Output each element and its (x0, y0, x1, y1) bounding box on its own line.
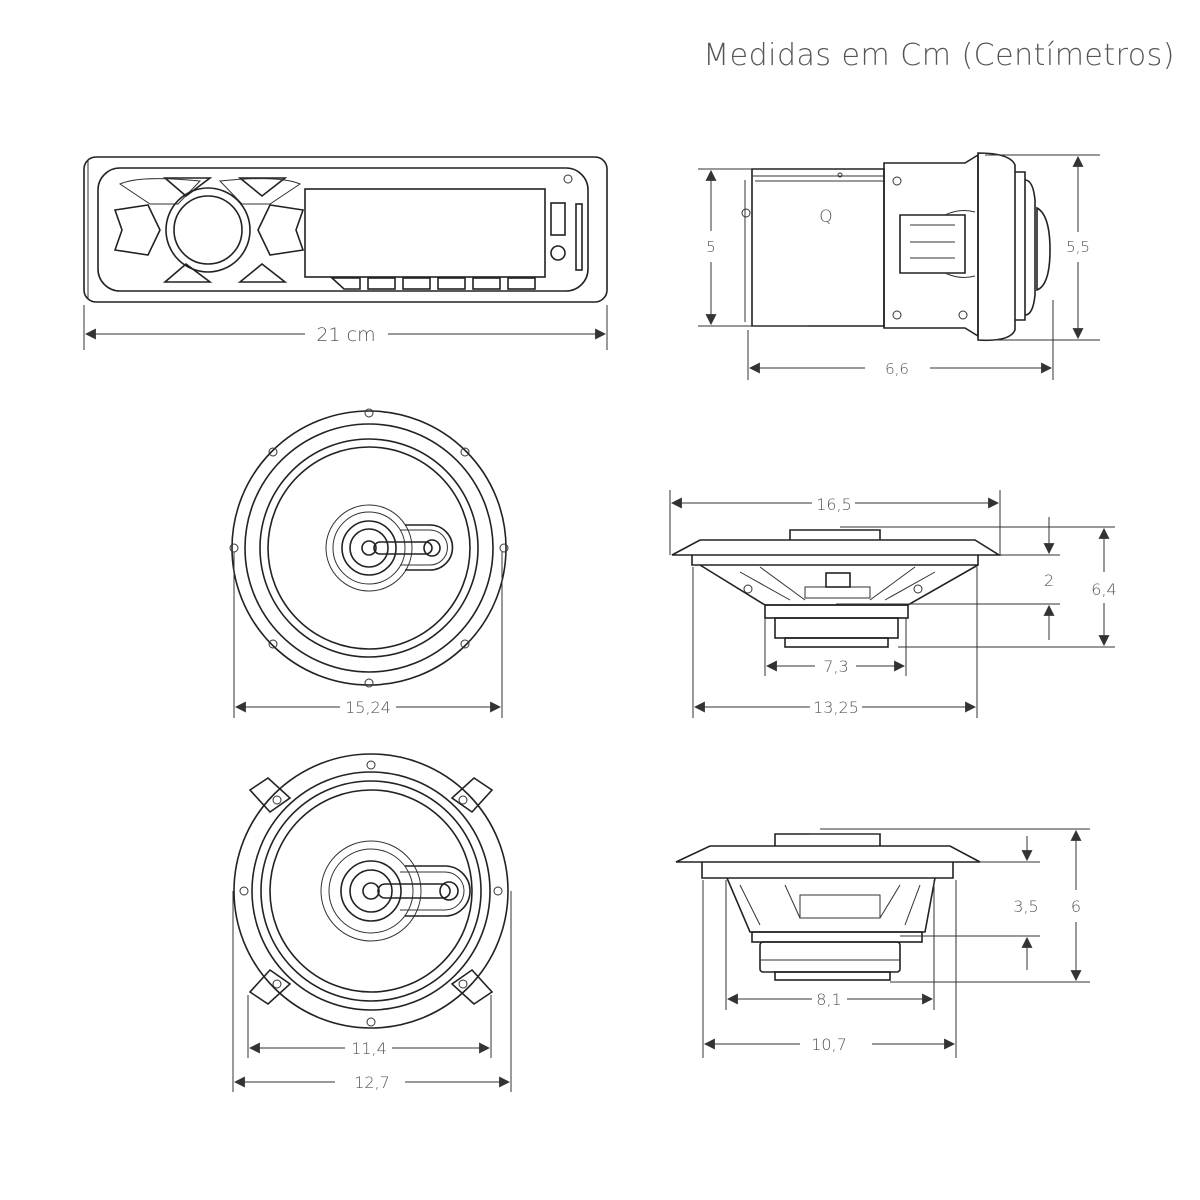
units-caption: Medidas em Cm (Centímetros) (703, 38, 1175, 73)
speaker-6-flange-label: 16,5 (816, 495, 852, 514)
speaker-5-magnet-label: 8,1 (816, 990, 841, 1009)
speaker-6-side-view: 16,5 2 6,4 7,3 13,25 (669, 490, 1117, 718)
speaker-5-side-view: 3,5 6 8,1 10,7 (675, 828, 1090, 1058)
display-panel (304, 188, 546, 278)
radio-depth-label: 6,6 (885, 360, 909, 378)
speaker-5-mount-depth-label: 3,5 (1013, 897, 1038, 916)
radio-outer-height-label: 5,5 (1066, 238, 1090, 256)
speaker-5-depth-label: 6 (1071, 897, 1081, 916)
speaker-6-front-view: 15,24 (229, 408, 509, 718)
speaker-5-front-view: 11,4 12,7 (232, 753, 512, 1092)
radio-front-view: 21 cm (83, 156, 608, 350)
speaker-6-basket-label: 13,25 (813, 698, 859, 717)
speaker-5-outer-label: 12,7 (354, 1073, 390, 1092)
radio-side-view: Q 5 5,5 6,6 (698, 152, 1100, 380)
speaker-6-mount-depth-label: 2 (1044, 571, 1054, 590)
aux-jack (550, 245, 566, 261)
speaker-6-depth-label: 6,4 (1091, 580, 1116, 599)
speaker-5-basket-label: 10,7 (811, 1035, 847, 1054)
radio-height-label: 5 (706, 238, 716, 256)
speaker-5-inner-label: 11,4 (351, 1039, 387, 1058)
speaker-6-diameter-label: 15,24 (345, 698, 391, 717)
volume-knob-cluster (113, 177, 305, 283)
preset-buttons (329, 277, 536, 290)
radio-side-mark: Q (819, 207, 832, 227)
speaker-6-magnet-label: 7,3 (823, 657, 848, 676)
radio-width-label: 21 cm (316, 324, 375, 346)
usb-slot (550, 202, 566, 236)
sd-slot (575, 203, 583, 271)
